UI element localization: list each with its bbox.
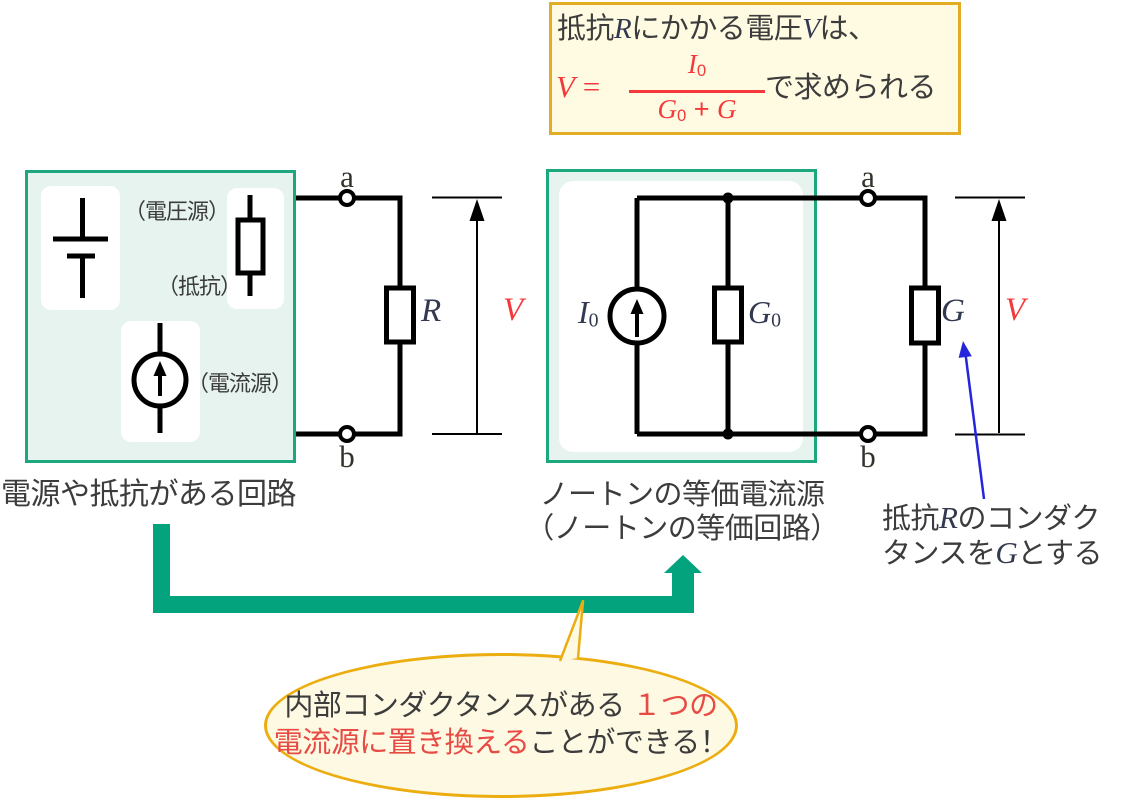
formula-title-v: V [802, 13, 820, 45]
formula-equals: = [574, 69, 601, 104]
right-voltage-v-label: V [1005, 292, 1026, 328]
formula-numerator: I0 [629, 45, 765, 93]
norton-current-source-symbol [607, 286, 667, 346]
bubble-line2: 電流源に置き換えることができる！ [264, 725, 738, 762]
formula-lhs: V = [556, 70, 600, 104]
formula-title: 抵抗Rにかかる電圧Vは、 [557, 12, 877, 46]
formula-title-r: R [614, 13, 632, 45]
left-voltage-v-label: V [503, 292, 524, 328]
caption-conductance-line1: 抵抗Rのコンダク [882, 501, 1100, 536]
caption-conductance-post: のコンダク [957, 503, 1100, 535]
left-terminal-a-label: a [340, 159, 354, 194]
formula-suffix: で求められる [765, 72, 937, 104]
formula-g0-sub: 0 [676, 106, 687, 125]
formula-fraction: I0 G0 + G [629, 45, 765, 132]
resistor-label: （抵抗） [157, 274, 242, 299]
norton-terminal-b-node [859, 425, 877, 443]
formula-title-mid: にかかる電圧 [631, 13, 803, 45]
norton-terminal-a-node [859, 189, 877, 207]
formula-box [549, 2, 961, 135]
norton-i0-label: I0 [578, 296, 599, 338]
caption-norton-line1: ノートンの等価電流源 [539, 479, 825, 511]
caption-conductance2-post: とする [1017, 538, 1102, 570]
norton-circuit-box [546, 169, 817, 463]
formula-i: I [687, 49, 697, 79]
left-terminal-b-label: b [339, 439, 355, 474]
left-voltage-arrow [432, 196, 502, 435]
bubble-line1-red: １つの [632, 690, 718, 722]
norton-g0: G [748, 294, 772, 330]
formula-v: V [556, 69, 575, 104]
caption-conductance-r: R [939, 500, 958, 535]
bubble-line1-dark: 内部コンダクタンスがある [284, 690, 625, 722]
junction-dot-top [722, 192, 734, 204]
caption-conductance2-pre: タンスを [882, 538, 996, 570]
caption-norton-line2: （ノートンの等価回路） [525, 513, 839, 545]
norton-i: I [578, 294, 589, 330]
junction-dot-bottom [722, 428, 734, 440]
right-voltage-arrow [955, 196, 1025, 436]
norton-g0-sub: 0 [771, 309, 782, 332]
norton-inner-card [559, 181, 803, 452]
current-source-symbol [131, 323, 189, 433]
bubble-text: 内部コンダクタンスがある １つの 電流源に置き換えることができる！ [264, 688, 738, 762]
load-g-label: G [941, 293, 965, 329]
left-terminal-b-node [338, 425, 356, 443]
bubble-tail [558, 599, 585, 662]
norton-terminal-a-label: a [861, 159, 875, 194]
voltage-source-label: （電圧源） [124, 199, 230, 224]
norton-i-sub: 0 [588, 309, 599, 332]
formula-denominator: G0 + G [629, 93, 765, 132]
blue-pointer-arrow [958, 341, 986, 500]
battery-symbol [53, 198, 108, 298]
left-terminal-a-node [338, 189, 356, 207]
caption-conductance-line2: タンスをGとする [882, 536, 1102, 571]
norton-terminal-b-label: b [860, 439, 876, 474]
caption-source-circuit: 電源や抵抗がある回路 [1, 478, 297, 511]
norton-g0-label: G0 [748, 296, 781, 338]
resistor-r-label: R [421, 293, 442, 329]
speech-bubble [264, 653, 738, 798]
current-source-label: （電流源） [187, 371, 293, 396]
formula-plus: + [686, 94, 718, 124]
bubble-line2-dark: ことができる！ [529, 727, 729, 759]
norton-wires [634, 195, 941, 437]
formula-g: G [717, 94, 737, 124]
bubble-line1: 内部コンダクタンスがある １つの [264, 688, 738, 725]
formula-g0: G [657, 94, 677, 124]
transform-arrow [153, 524, 702, 613]
resistor-symbol [235, 195, 266, 296]
caption-conductance2-g: G [995, 535, 1018, 570]
formula-title-pre: 抵抗 [557, 13, 615, 45]
left-circuit-wires [296, 195, 416, 437]
bubble-line2-red: 電流源に置き換える [273, 727, 530, 759]
caption-conductance-pre: 抵抗 [882, 503, 940, 535]
formula-title-post: は、 [819, 13, 877, 45]
formula-i-sub: 0 [696, 61, 707, 80]
